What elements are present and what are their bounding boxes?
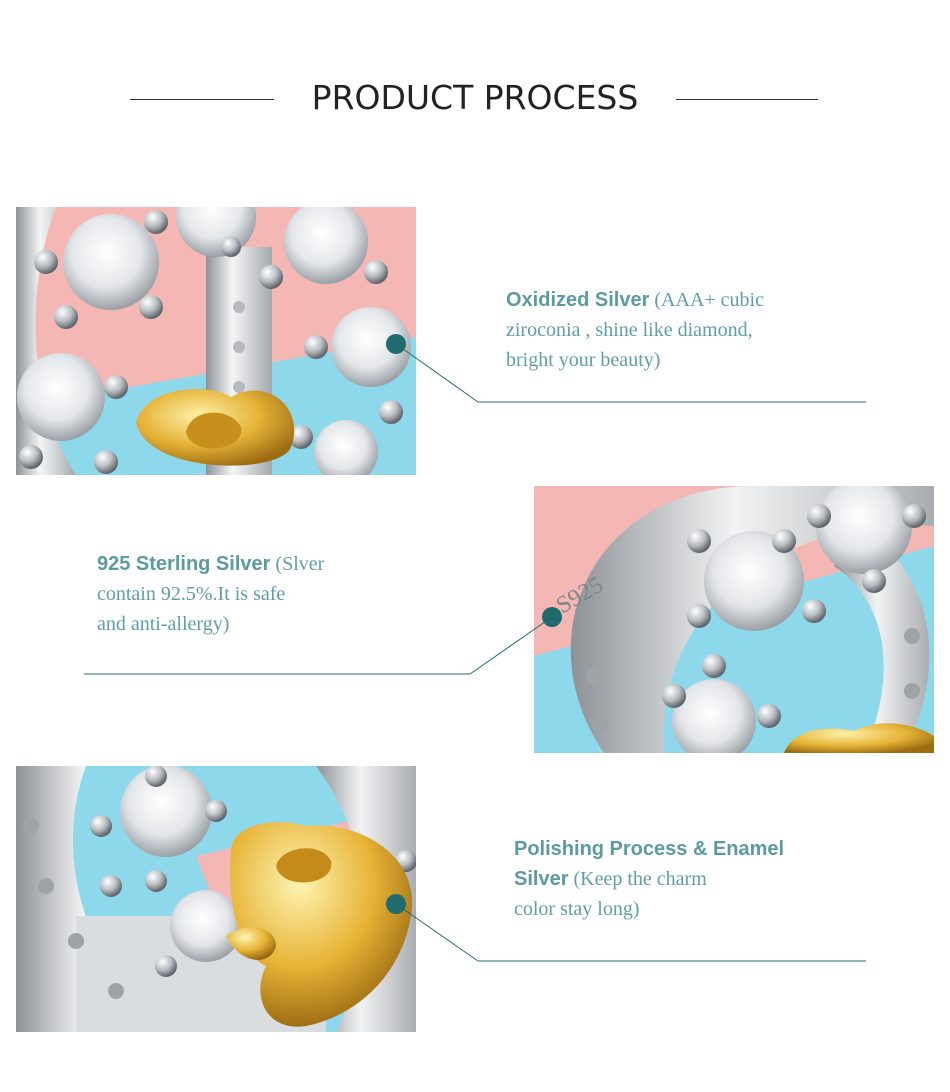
feature-detail-line: and anti-allergy) bbox=[97, 613, 230, 635]
feature-heading: 925 Sterling Silver bbox=[97, 553, 271, 575]
feature-detail-line: bright your beauty) bbox=[506, 349, 661, 371]
feature-polishing-enamel: Polishing Process & Enamel Silver (Keep … bbox=[514, 834, 894, 924]
feature-detail: (Slver bbox=[270, 553, 325, 575]
feature-oxidized-silver: Oxidized Silver (AAA+ cubic ziroconia , … bbox=[506, 285, 866, 375]
title-rule-right bbox=[676, 99, 818, 100]
feature-heading: Oxidized Silver bbox=[506, 289, 650, 311]
product-photo-crown-detail bbox=[16, 207, 416, 475]
feature-heading-cont: Silver bbox=[514, 868, 569, 890]
feature-sterling-silver: 925 Sterling Silver (Slver contain 92.5%… bbox=[97, 549, 437, 639]
title-rule-left bbox=[130, 99, 274, 100]
feature-detail: (Keep the charm bbox=[568, 868, 707, 890]
feature-detail-line: ziroconia , shine like diamond, bbox=[506, 319, 753, 341]
feature-detail-line: contain 92.5%.It is safe bbox=[97, 583, 286, 605]
product-photo-gold-rose bbox=[16, 766, 416, 1032]
feature-heading: Polishing Process & Enamel bbox=[514, 838, 785, 860]
product-photo-925-stamp: S925 bbox=[534, 486, 934, 753]
feature-detail: (AAA+ cubic bbox=[649, 289, 764, 311]
feature-detail-line: color stay long) bbox=[514, 898, 640, 920]
page-title: PRODUCT PROCESS bbox=[311, 78, 639, 117]
section-header: PRODUCT PROCESS bbox=[0, 70, 950, 130]
